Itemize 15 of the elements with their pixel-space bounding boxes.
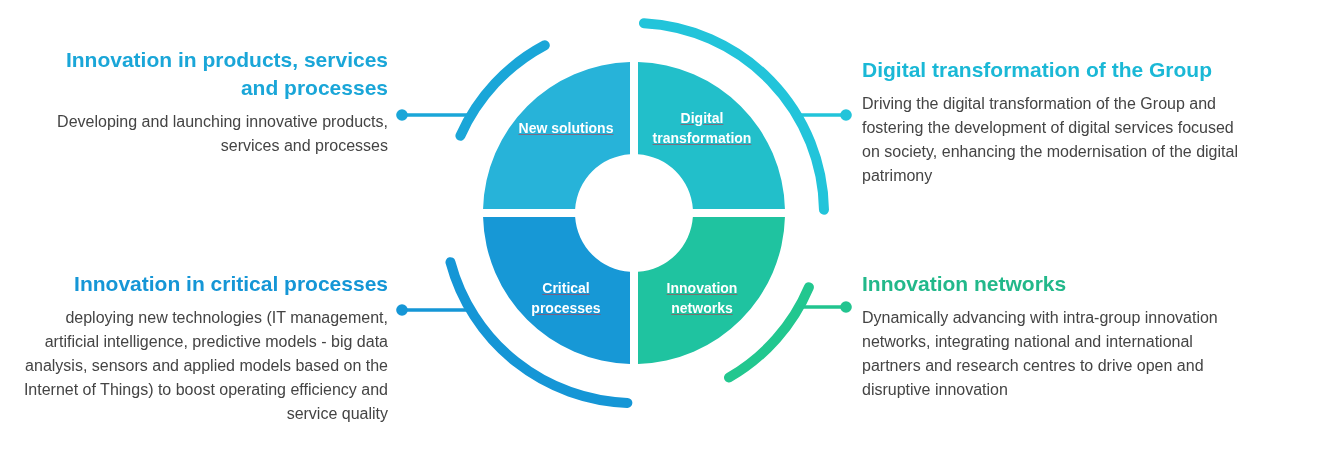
sector-label: Digital transformation: [651, 109, 753, 148]
heading: Innovation in products, services and processes: [64, 47, 388, 101]
description: Driving the digital transformation of the Group and fostering the development of digital services focused on society, enhancing the modernisation of the digital patrimony: [862, 94, 1239, 186]
description: deploying new technologies (IT management, artificial intelligence, predictive models - big data analysis, sensors and applied models based on the Internet of Things) to boost operating efficiency and service quality: [22, 308, 388, 424]
description: Dynamically advancing with intra-group innovation networks, integrating national and international partners and research centres to drive open and disruptive innovation: [862, 308, 1219, 400]
outer-arc: [455, 40, 550, 141]
outer-arc: [445, 257, 633, 408]
outer-arc: [638, 18, 829, 215]
sector-label: New solutions: [517, 119, 615, 138]
description: Developing and launching innovative products, services and processes: [56, 112, 388, 156]
heading: Innovation networks: [862, 271, 1068, 297]
sector-label: Critical processes: [530, 279, 602, 318]
heading: Innovation in critical processes: [73, 271, 388, 297]
sector-label: Innovation networks: [665, 279, 739, 318]
heading: Digital transformation of the Group: [862, 57, 1213, 83]
